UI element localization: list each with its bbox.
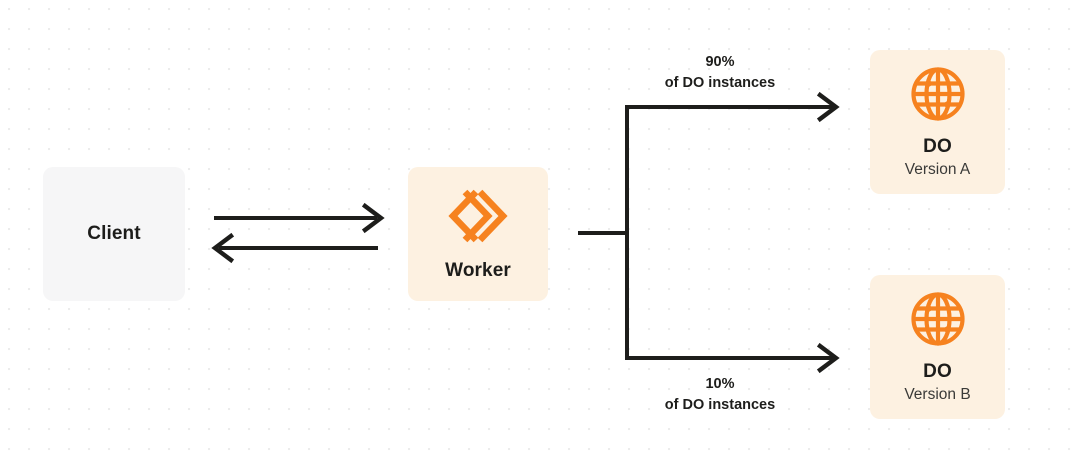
node-do-version-a-title: DO <box>923 135 952 157</box>
node-do-version-b-title: DO <box>923 360 952 382</box>
node-worker: Worker <box>408 167 548 301</box>
edge-worker-fork <box>578 107 629 358</box>
edge-label-do-b-percent: 10% <box>705 376 735 392</box>
node-worker-title: Worker <box>445 259 511 281</box>
globe-icon <box>909 65 967 123</box>
edge-worker-to-do-a <box>625 91 840 123</box>
node-do-version-a: DO Version A <box>870 50 1005 194</box>
edge-label-do-a: 90% of DO instances <box>614 52 826 94</box>
node-do-version-b: DO Version B <box>870 275 1005 419</box>
node-client: Client <box>43 167 185 301</box>
edge-client-to-worker <box>214 202 385 234</box>
cloudflare-workers-chevron-icon <box>446 187 510 245</box>
edge-worker-to-client <box>211 232 378 264</box>
node-do-version-b-subtitle: Version B <box>904 385 971 403</box>
edge-worker-to-do-b <box>625 342 840 374</box>
globe-icon <box>909 290 967 348</box>
edge-label-do-b-detail: of DO instances <box>664 397 776 414</box>
edge-label-do-a-percent: 90% <box>705 54 735 70</box>
edge-label-do-b: 10% of DO instances <box>614 374 826 416</box>
node-client-title: Client <box>87 222 141 244</box>
edge-label-do-a-detail: of DO instances <box>664 75 776 92</box>
node-do-version-a-subtitle: Version A <box>904 160 971 178</box>
